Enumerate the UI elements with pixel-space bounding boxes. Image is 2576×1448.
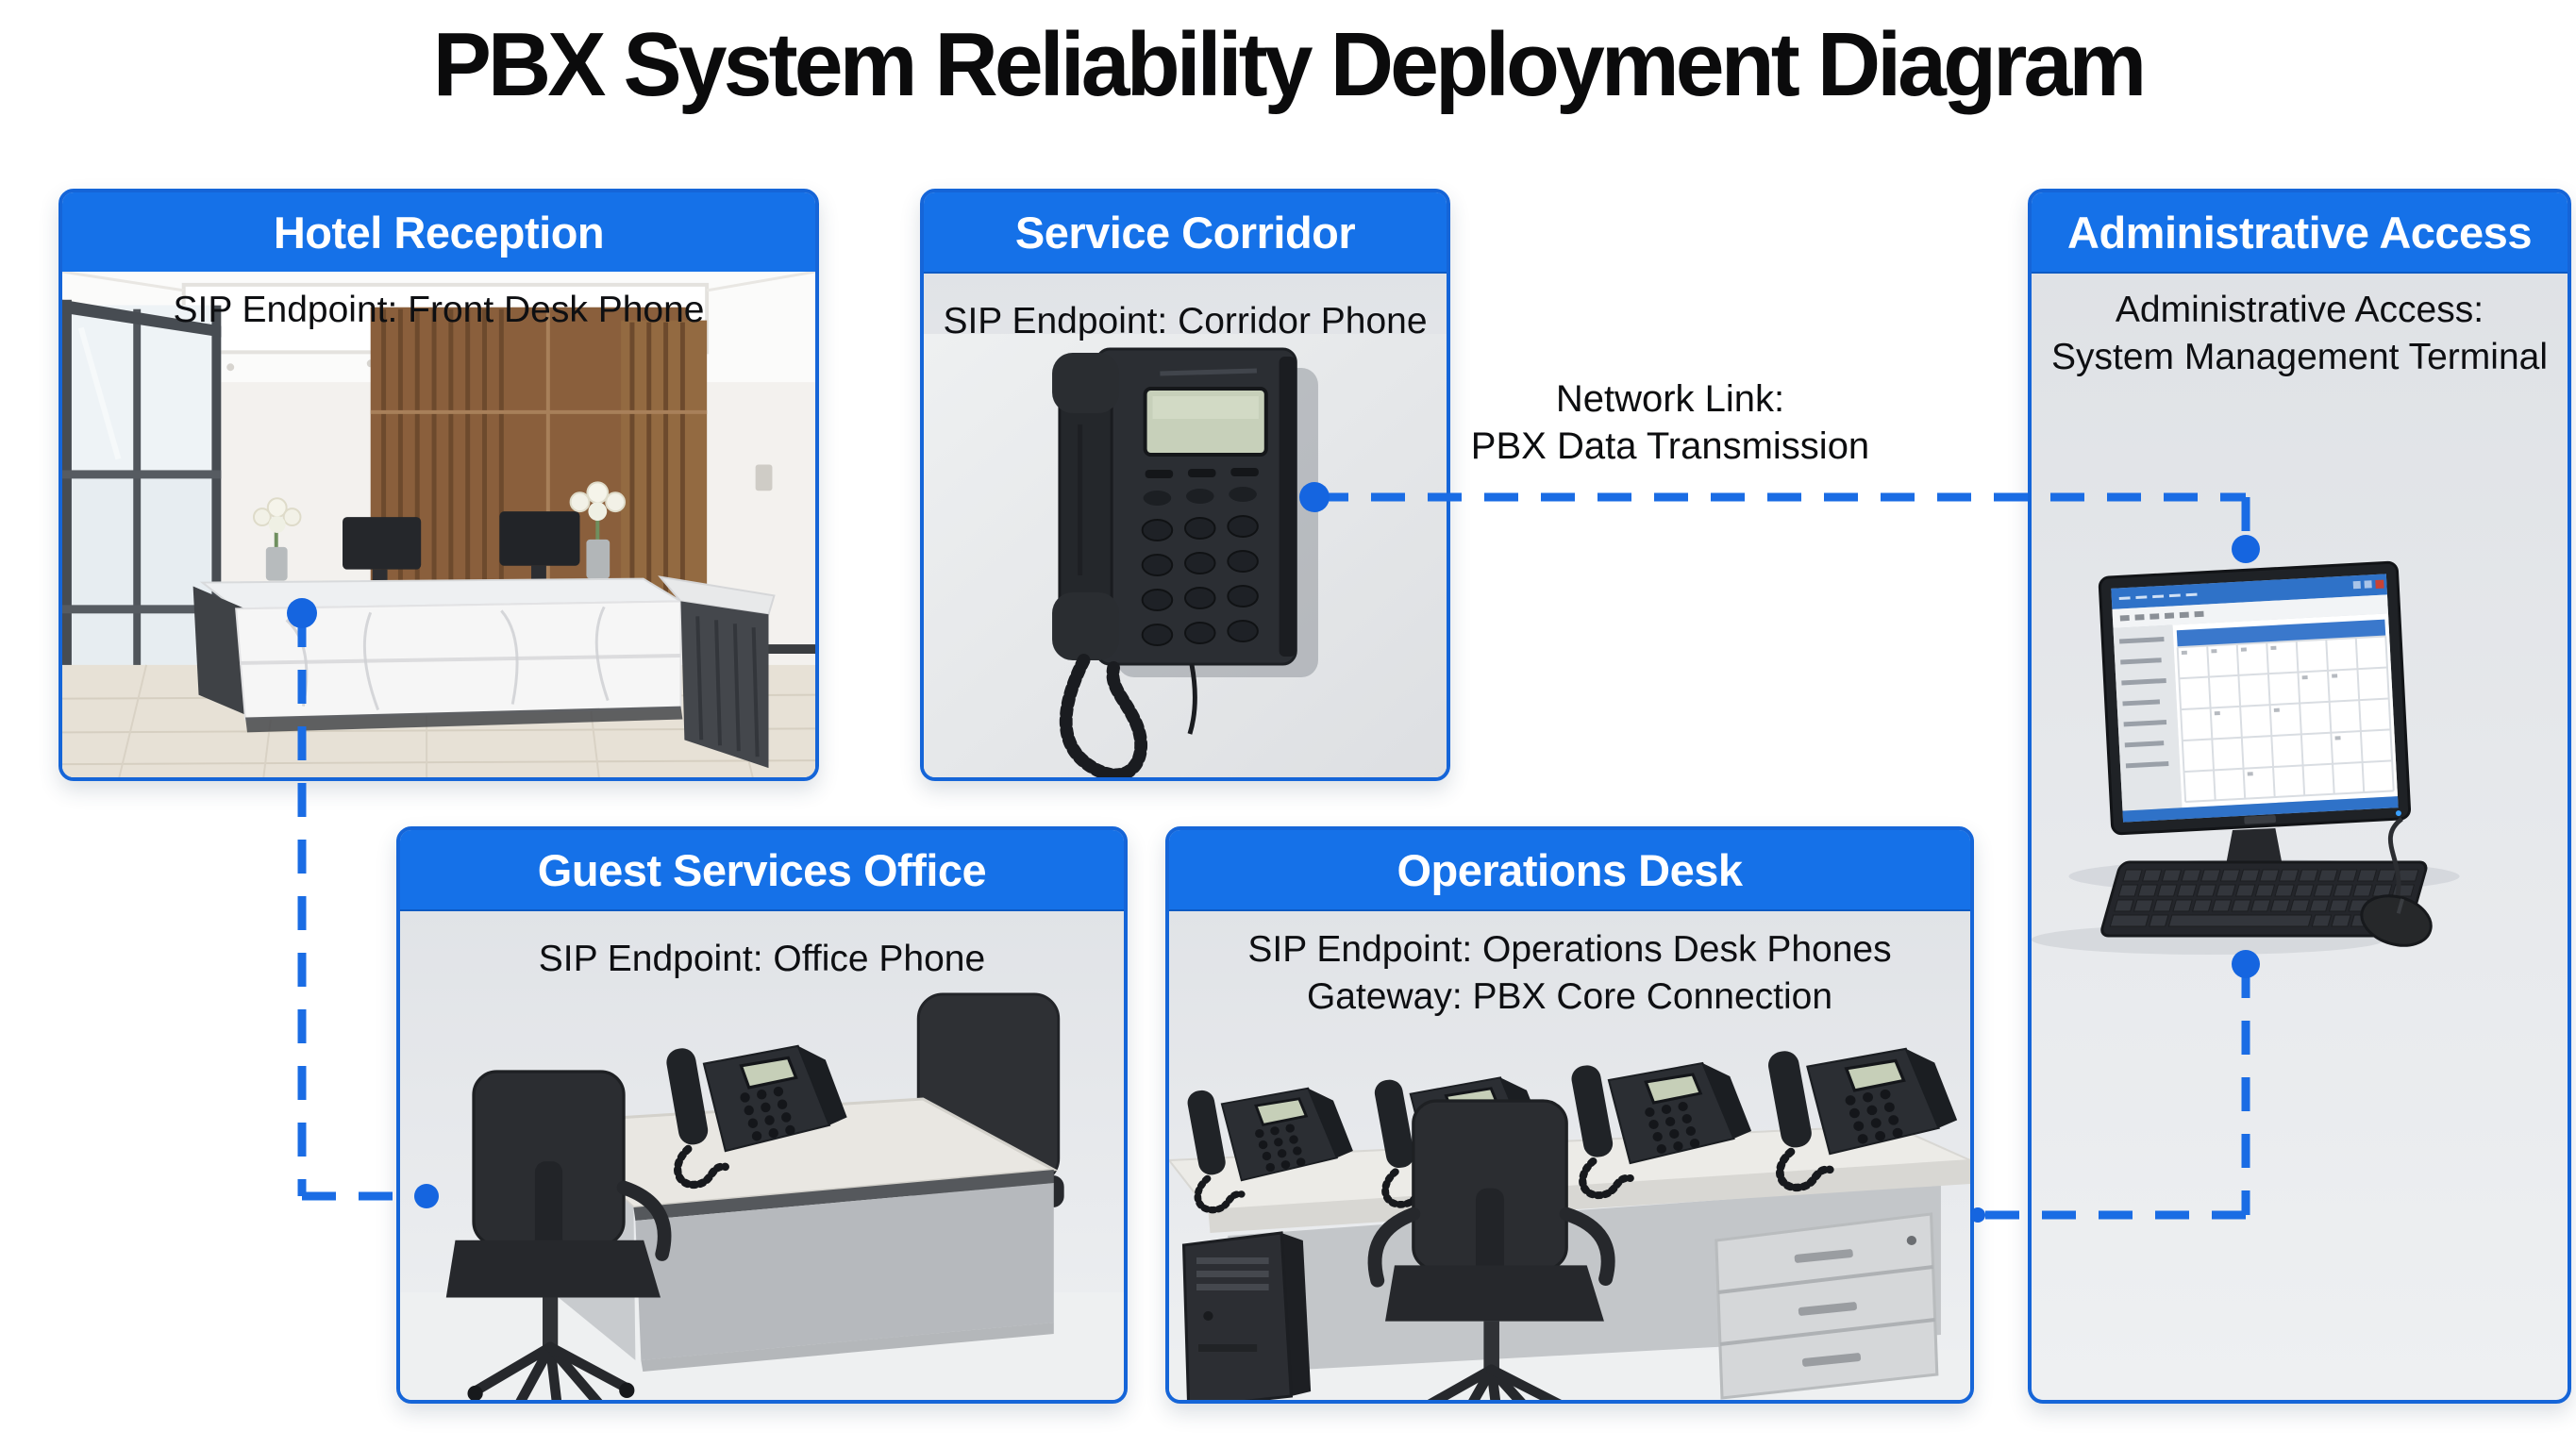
caption-line: Gateway: PBX Core Connection	[1306, 976, 1833, 1017]
network-link-label: Network Link: PBX Data Transmission	[1397, 375, 1944, 470]
guest-services-header: Guest Services Office	[400, 830, 1124, 911]
coiled-cord	[1059, 654, 1148, 777]
administrative-access-header: Administrative Access	[2032, 192, 2568, 274]
phone-cord	[1187, 663, 1197, 735]
hotel-lobby-photo	[62, 272, 815, 777]
keyboard-icon	[2100, 860, 2428, 938]
flower-vase-icon	[569, 481, 627, 579]
box-operations-desk: Operations Desk SIP Endpoint: Operations…	[1165, 826, 1974, 1404]
drawer-unit-icon	[1715, 1212, 1939, 1400]
flower-vase-icon	[252, 497, 302, 581]
service-corridor-caption: SIP Endpoint: Corridor Phone	[924, 298, 1447, 345]
calendar-grid	[2176, 619, 2395, 804]
caption-line: Administrative Access:	[2115, 290, 2484, 330]
desk-monitor-icon	[343, 517, 422, 570]
wall-switch	[755, 464, 773, 491]
box-hotel-reception: Hotel Reception SIP Endpoint: Front Desk…	[59, 189, 819, 781]
caption-line: SIP Endpoint: Front Desk Phone	[173, 290, 705, 330]
wall-phone-photo	[924, 334, 1447, 777]
hotel-reception-header: Hotel Reception	[62, 192, 815, 274]
mouse-icon	[2360, 894, 2433, 947]
network-link-label-line: Network Link:	[1555, 378, 1785, 420]
caption-line: System Management Terminal	[2050, 337, 2548, 377]
operations-desk-caption: SIP Endpoint: Operations Desk Phones Gat…	[1169, 926, 1970, 1021]
operations-desk-four-phones-photo	[1169, 1014, 1970, 1400]
caption-line: SIP Endpoint: Corridor Phone	[943, 301, 1428, 341]
office-desk-with-phone-photo	[400, 992, 1124, 1400]
office-desk-icon	[536, 1097, 1059, 1372]
office-chair-icon	[445, 1070, 672, 1400]
box-guest-services-office: Guest Services Office SIP Endpoint: Offi…	[396, 826, 1128, 1404]
administrative-access-caption: Administrative Access: System Management…	[2032, 287, 2568, 381]
system-management-terminal-photo	[2032, 560, 2460, 955]
mouse-cable	[2387, 816, 2404, 903]
box-service-corridor: Service Corridor SIP Endpoint: Corridor …	[920, 189, 1450, 781]
monitor-icon	[2098, 560, 2412, 836]
diagram-title: PBX System Reliability Deployment Diagra…	[432, 14, 2147, 115]
network-link-label-line: PBX Data Transmission	[1470, 425, 1870, 467]
hotel-reception-caption: SIP Endpoint: Front Desk Phone	[62, 287, 815, 334]
sidebar-panel	[2113, 624, 2183, 811]
wall-phone-icon	[1052, 347, 1318, 777]
operations-desk-header: Operations Desk	[1169, 830, 1970, 911]
tower-pc-icon	[1181, 1231, 1312, 1400]
caption-line: SIP Endpoint: Office Phone	[538, 939, 986, 979]
guest-services-caption: SIP Endpoint: Office Phone	[400, 936, 1124, 983]
box-administrative-access: Administrative Access Administrative Acc…	[2028, 189, 2571, 1404]
office-chair-icon	[1367, 1099, 1615, 1400]
window-wall	[62, 299, 222, 746]
phone-handset	[1052, 353, 1120, 660]
caption-line: SIP Endpoint: Operations Desk Phones	[1247, 929, 1892, 970]
phone-keypad	[1141, 515, 1259, 646]
service-corridor-header: Service Corridor	[924, 192, 1447, 274]
desk-monitor-icon	[499, 511, 580, 566]
app-window	[2111, 574, 2399, 823]
wood-panel-wall	[370, 307, 708, 619]
